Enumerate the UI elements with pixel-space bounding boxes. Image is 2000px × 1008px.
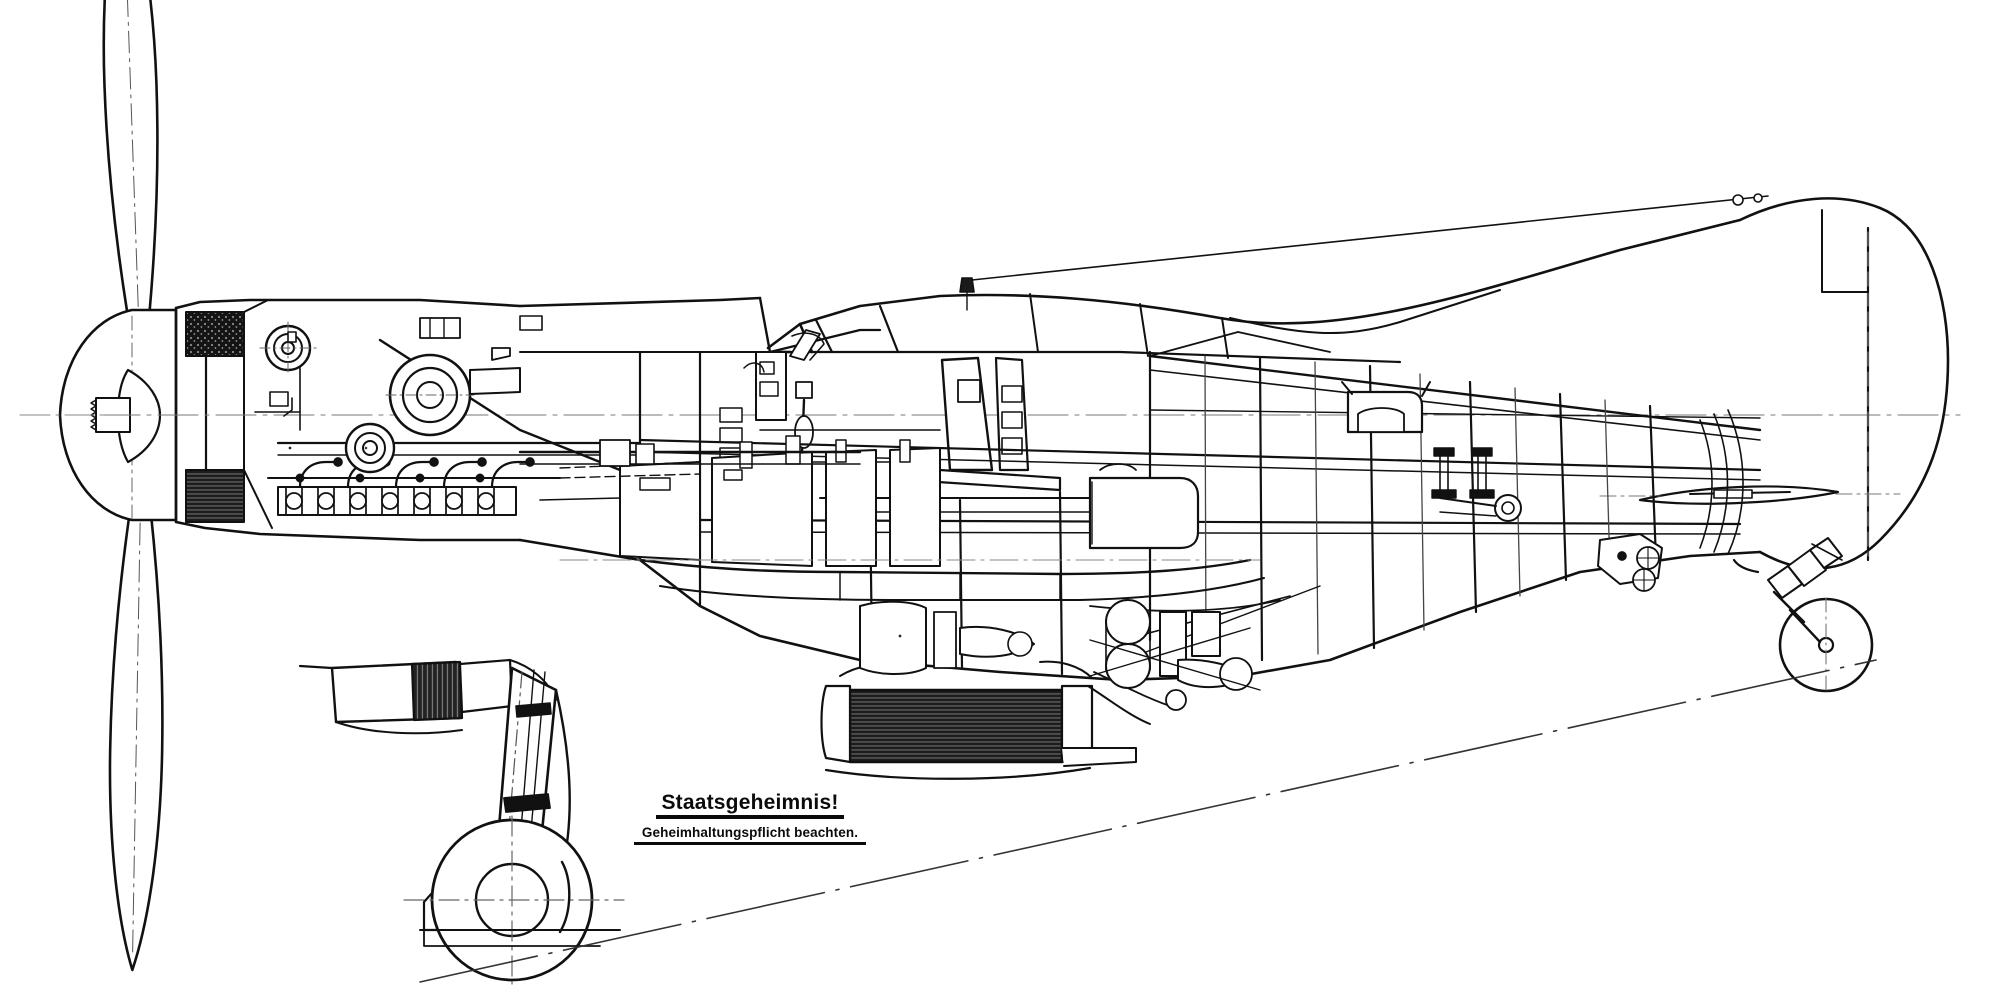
security-stamp-subtitle: Geheimhaltungspflicht beachten.	[641, 825, 859, 840]
canopy-framing	[798, 289, 1501, 359]
aerial-insulator	[1732, 193, 1763, 206]
exhaust-stubs	[298, 460, 532, 489]
antenna-mast	[959, 277, 975, 311]
magneto	[259, 321, 317, 375]
oil-cooler	[298, 658, 557, 735]
engine-gear-mount	[364, 446, 368, 450]
main-landing-gear	[403, 666, 625, 985]
engine-accessory-mounts	[288, 422, 396, 474]
propeller-assembly	[58, 0, 178, 972]
forward-equipment-cluster	[859, 600, 1035, 675]
fuel-tanks	[539, 435, 941, 567]
equipment-bay	[1341, 381, 1431, 434]
pilot-seat	[936, 356, 1062, 492]
security-stamp-title: Staatsgeheimnis!	[661, 791, 839, 814]
control-pulley	[1494, 494, 1522, 522]
datum-lines	[19, 414, 1261, 561]
security-stamp: Staatsgeheimnis! Geheimhaltungspflicht b…	[630, 792, 870, 845]
aft-linkage-cluster	[1089, 599, 1261, 711]
instrument-panel	[743, 351, 787, 421]
fuselage-structure	[519, 350, 1762, 676]
tailplane-fitting	[1597, 533, 1663, 592]
aerial-wire	[971, 195, 1769, 281]
security-stamp-rule-secondary	[634, 841, 866, 845]
supercharger	[385, 353, 475, 437]
engine-assembly	[99, 315, 1961, 516]
horizontal-stabilizer	[1599, 485, 1901, 505]
tail-wheel	[1732, 537, 1874, 693]
equipment-tank	[1088, 463, 1200, 550]
cylinder-bank	[277, 457, 535, 516]
control-rods	[1431, 447, 1495, 499]
security-stamp-rule-primary	[656, 815, 844, 819]
wing-root	[638, 558, 1265, 638]
engine-cowling	[174, 298, 522, 542]
cowl-guns	[518, 439, 862, 467]
ground-line	[419, 659, 1877, 983]
